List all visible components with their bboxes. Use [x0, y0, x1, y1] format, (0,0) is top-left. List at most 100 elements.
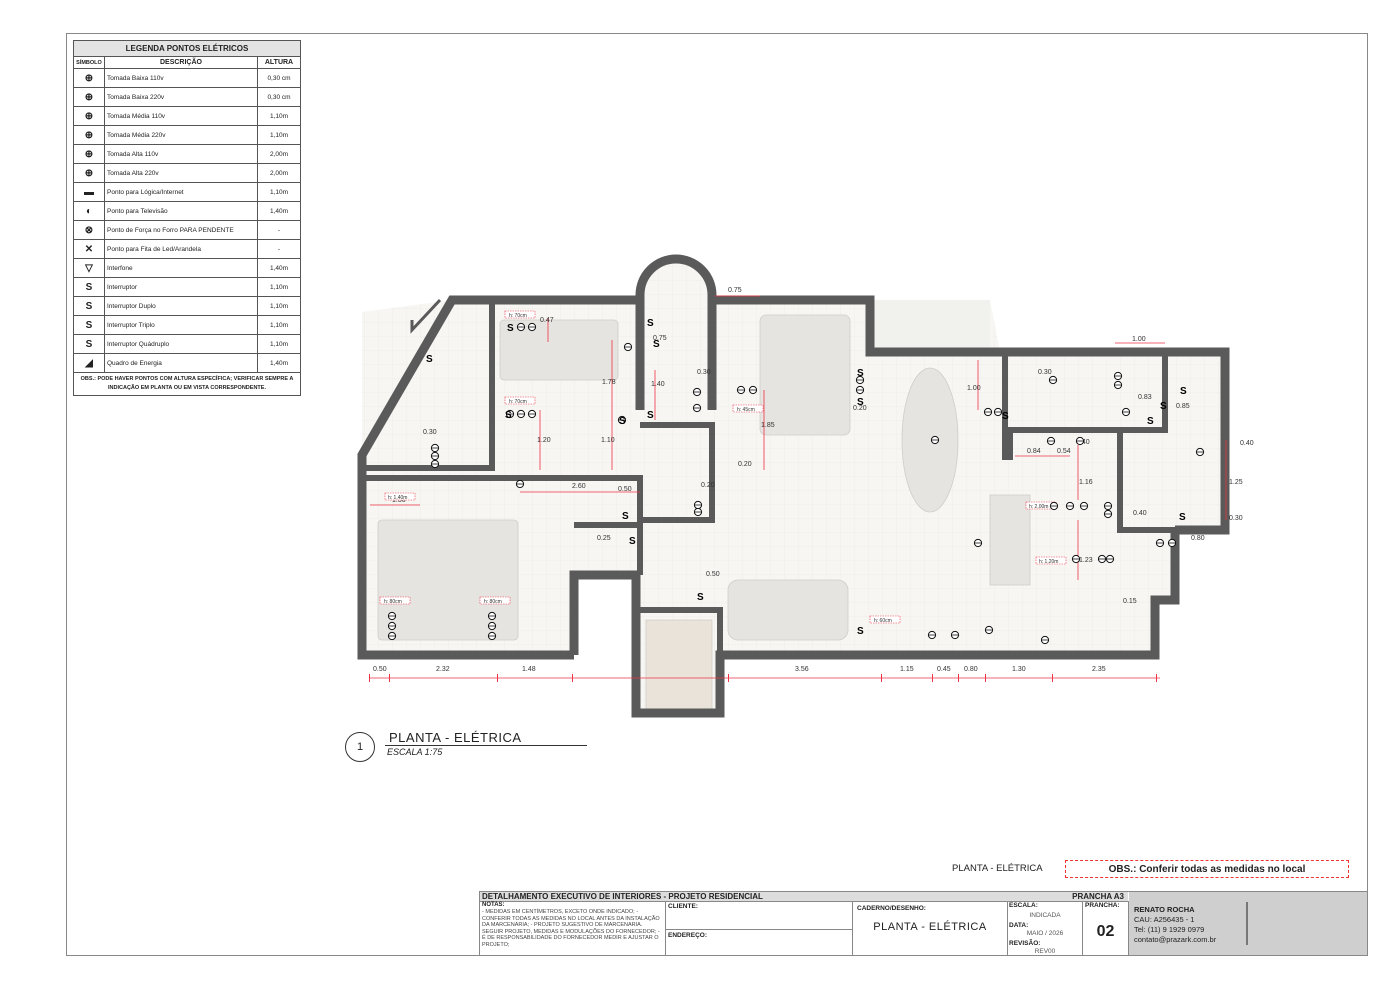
dim-label: 1.20	[537, 437, 551, 444]
legend-height: 2,00m	[257, 144, 300, 164]
dim-label: 0.20	[738, 461, 752, 468]
drawing-number: 1	[345, 732, 375, 762]
legend-description: Tomada Alta 110v	[104, 144, 258, 164]
outlet-low-110v-icon: ⊕	[74, 68, 105, 88]
switch-icon: S	[622, 511, 629, 522]
drawing-underline	[385, 745, 587, 746]
switch-icon: S	[74, 277, 105, 297]
dim-label: 0.50	[373, 666, 387, 673]
dimension-ticks	[369, 674, 1157, 682]
dim-label: 0.54	[1057, 448, 1071, 455]
dim-label: 0.75	[653, 335, 667, 342]
legend-height: -	[257, 220, 300, 240]
prancha-number: 02	[1096, 923, 1115, 940]
kitchen-island	[989, 494, 1031, 586]
dim-label: 0.50	[618, 486, 632, 493]
switch-icon: S	[857, 368, 864, 379]
legend-description: Interfone	[104, 258, 258, 278]
height-tag: h: 60cm	[874, 618, 892, 624]
dining-table	[901, 367, 959, 513]
switch-icon: S	[1002, 411, 1009, 422]
dim-label: 1.30	[392, 497, 406, 504]
notes-text: - MEDIDAS EM CENTÍMETROS, EXCETO ONDE IN…	[482, 909, 660, 948]
bed-room	[377, 519, 519, 641]
dim-label: 1.16	[1079, 479, 1093, 486]
intercom-icon: ▽	[74, 258, 105, 278]
switch-icon: S	[505, 410, 512, 421]
switch-icon: S	[629, 536, 636, 547]
prancha-cell: PRANCHA: 02	[1083, 901, 1129, 956]
dim-label: 0.30	[423, 429, 437, 436]
dim-label: 2.32	[436, 666, 450, 673]
switch-icon: S	[1180, 386, 1187, 397]
legend-height: 1,40m	[257, 258, 300, 278]
legend-height: 2,00m	[257, 163, 300, 183]
switch-icon: S	[426, 354, 433, 365]
legend-height: 1,10m	[257, 296, 300, 316]
dim-label: 1.00	[967, 385, 981, 392]
caderno-cell: CADERNO/DESENHO: PLANTA - ELÉTRICA	[853, 901, 1008, 956]
switch-triple-icon: S	[74, 315, 105, 335]
dim-label: 0.30	[1038, 369, 1052, 376]
data-label: DATA:	[1009, 922, 1029, 929]
switch-icon: S	[857, 626, 864, 637]
legend-height: 0,30 cm	[257, 87, 300, 107]
legend-height: 1,10m	[257, 315, 300, 335]
dimension-lines	[370, 295, 1227, 679]
height-tag: h: 80cm	[484, 599, 502, 605]
dim-label: 1.15	[900, 666, 914, 673]
switch-double-icon: S	[74, 296, 105, 316]
legend-description: Tomada Baixa 110v	[104, 68, 258, 88]
legend-description: Tomada Baixa 220v	[104, 87, 258, 107]
legend-description: Ponto de Força no Forro PARA PENDENTE	[104, 220, 258, 240]
legend-col-height: ALTURA	[257, 57, 300, 69]
outlet-low-220v-icon: ⊕	[74, 87, 105, 107]
dim-label: 0.83	[1138, 394, 1152, 401]
switch-icon: S	[1147, 416, 1154, 427]
author-email: contato@prazark.com.br	[1134, 935, 1217, 944]
legend-grid: SÍMBOLO DESCRIÇÃO ALTURA ⊕Tomada Baixa 1…	[74, 57, 300, 373]
switch-icon: S	[619, 416, 626, 427]
dim-label: 1.40	[651, 381, 665, 388]
client-label: CLIENTE:	[668, 903, 698, 910]
dim-label: 0.47	[540, 317, 554, 324]
dim-label: 1.23	[1079, 557, 1093, 564]
prancha-size: PRANCHA A3	[1072, 892, 1124, 901]
dim-label: 0.30	[697, 369, 711, 376]
drawing-scale: ESCALA 1:75	[387, 747, 443, 757]
legend-col-description: DESCRIÇÃO	[104, 57, 258, 69]
legend-col-symbol: SÍMBOLO	[74, 57, 105, 69]
author-cau: CAU: A256435 - 1	[1134, 915, 1195, 924]
legend-description: Tomada Média 220v	[104, 125, 258, 145]
project-header: DETALHAMENTO EXECUTIVO DE INTERIORES - P…	[482, 892, 763, 901]
outlet-mid-220v-icon: ⊕	[74, 125, 105, 145]
revisao-value: REV00	[1034, 948, 1056, 955]
legend-height: -	[257, 239, 300, 259]
outlet-high-220v-icon: ⊕	[74, 163, 105, 183]
dimension-labels: 0.75 1.00 0.47 0.75 1.78 1.40 0.30 0.30 …	[373, 287, 1254, 673]
dim-label: 0.20	[853, 405, 867, 412]
legend-description: Ponto para Televisão	[104, 201, 258, 221]
dim-label: 0.15	[1123, 598, 1137, 605]
walls	[357, 254, 1230, 718]
legend-obs: OBS.: PODE HAVER PONTOS COM ALTURA ESPEC…	[80, 376, 294, 391]
legend-description: Tomada Alta 220v	[104, 163, 258, 183]
led-strip-icon: ✕	[74, 239, 105, 259]
switch-icon: S	[857, 397, 864, 408]
dim-label: 0.50	[706, 571, 720, 578]
data-value: MAIO / 2026	[1026, 930, 1064, 937]
switch-icon: S	[653, 339, 660, 350]
notes-label: NOTAS:	[482, 902, 505, 908]
height-tag: h: 1,20m	[1039, 559, 1058, 565]
legend-description: Interruptor Triplo	[104, 315, 258, 335]
legend-description: Interruptor Duplo	[104, 296, 258, 316]
dim-label: 0.25	[597, 535, 611, 542]
client-cell: CLIENTE: ENDEREÇO:	[666, 901, 853, 956]
